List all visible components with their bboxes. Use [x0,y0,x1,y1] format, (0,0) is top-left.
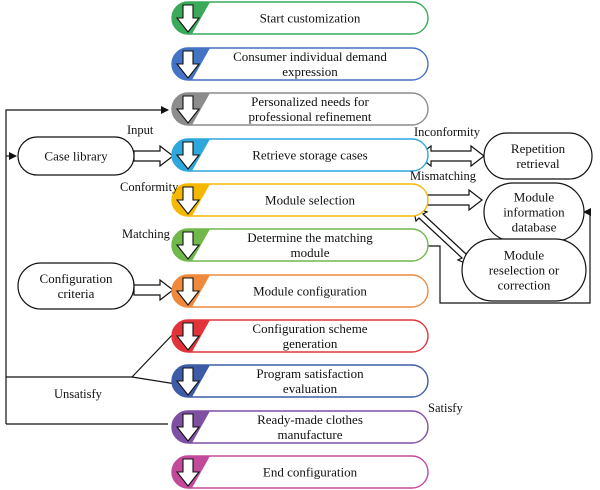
node-label: Repetition [511,141,566,156]
node-box [483,132,593,180]
unsatisfy-from-evaluation-line [131,376,177,385]
down-arrow-icon [175,458,201,487]
inconformity-label: Inconformity [414,125,481,139]
down-arrow-icon [175,95,201,124]
node-label: Module [514,190,555,205]
down-arrow-icon [175,413,201,442]
step-label: Module selection [265,193,355,208]
matching-label: Matching [122,227,171,241]
node-label: Module [504,248,545,263]
down-arrow-icon [175,277,201,306]
down-arrow-icon [175,186,201,215]
mismatching-label: Mismatching [410,169,477,183]
node-label: database [512,220,557,235]
step-label: Module configuration [253,284,367,299]
step-label: expression [282,64,338,79]
process-step: Retrieve storage cases [171,138,429,172]
step-label: Consumer individual demand [233,49,387,64]
unsatisfy-from-generation-line [131,330,177,378]
step-label: manufacture [278,427,343,442]
step-label: professional refinement [248,109,371,124]
node-label: criteria [58,286,95,301]
criteria-arrow [133,278,174,302]
case-library-node: Case library [17,136,135,176]
node-label: Case library [44,149,108,164]
input-arrow [133,144,174,168]
process-step: Start customization [171,1,429,35]
input-label: Input [127,123,154,137]
process-step: Module configuration [171,274,429,308]
node-label: reselection or [489,263,560,278]
conformity-label: Conformity [120,180,179,194]
down-arrow-icon [175,322,201,351]
node-box [17,262,135,310]
step-label: Program satisfaction [256,366,364,381]
node-label: correction [498,278,551,293]
node-box [17,136,135,176]
node-label: retrieval [516,156,560,171]
satisfy-label: Satisfy [428,401,463,415]
unsatisfy-loop-line [5,106,169,424]
down-arrow-icon [175,4,201,33]
edge-labels: Input Inconformity Conformity Mismatchin… [54,123,481,415]
step-label: Personalized needs for [251,94,369,109]
down-arrow-icon [175,231,201,260]
node-box [461,238,587,302]
down-arrow-icon [175,367,201,396]
connectors [5,106,591,425]
step-label: Start customization [260,11,361,26]
step-label: Retrieve storage cases [252,148,368,163]
step-label: evaluation [283,381,338,396]
unsatisfy-label: Unsatisfy [54,387,103,401]
down-arrow-icon [175,141,201,170]
node-label: information [503,205,565,220]
reselection-return-line [428,208,591,304]
step-label: module [291,245,330,260]
step-label: End configuration [263,465,358,480]
step-label: generation [283,336,338,351]
node-label: Configuration [40,271,113,286]
step-label: Configuration scheme [252,321,367,336]
down-arrow-icon [175,50,201,79]
step-label: Determine the matching [247,230,373,245]
step-label: Ready-made clothes [257,412,363,427]
process-step: Module selection [171,183,429,217]
process-step: End configuration [171,455,429,489]
